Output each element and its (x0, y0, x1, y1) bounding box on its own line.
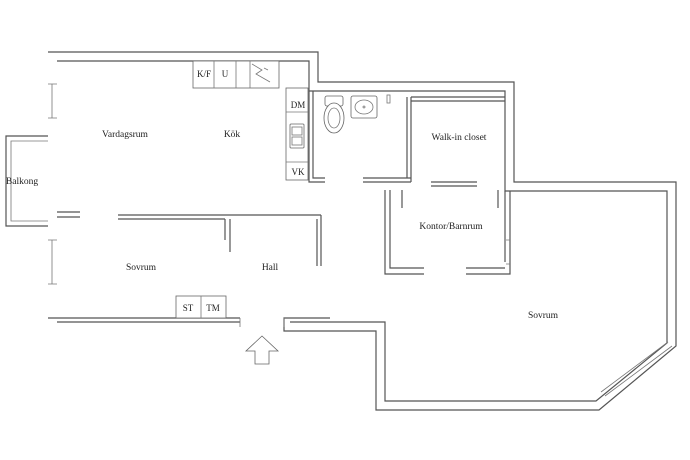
fixture-label-u: U (222, 69, 229, 79)
room-label-walk-in-closet: Walk-in closet (432, 133, 487, 143)
room-label-balkong: Balkong (6, 177, 38, 187)
fixture-label-st: ST (183, 303, 194, 313)
fixture-label-kf: K/F (197, 69, 211, 79)
interior-walls (57, 91, 511, 275)
room-label-sovrum-1: Sovrum (126, 263, 157, 273)
toilet-icon (323, 95, 345, 134)
stove-icon (251, 63, 271, 83)
entrance-arrow-icon (244, 335, 280, 365)
sink-icon (350, 94, 391, 119)
closets (175, 295, 227, 319)
room-label-vardagsrum: Vardagsrum (102, 130, 149, 140)
room-label-sovrum-2: Sovrum (528, 311, 559, 321)
fixture-label-dm: DM (291, 100, 306, 110)
balcony (5, 135, 48, 227)
fixture-label-vk: VK (292, 167, 305, 177)
room-label-kontor: Kontor/Barnrum (419, 222, 483, 232)
room-label-hall: Hall (262, 263, 279, 273)
windows (48, 83, 673, 397)
room-label-kok: Kök (224, 130, 241, 140)
kitchen-sink-icon (289, 123, 305, 149)
fixture-label-tm: TM (206, 303, 220, 313)
